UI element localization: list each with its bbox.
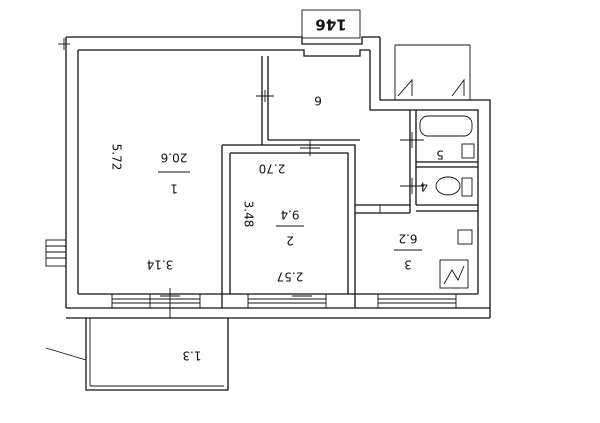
room2-number: 2 [286, 234, 294, 248]
room4-number: 4 [420, 180, 428, 194]
tank-icon [461, 177, 473, 197]
interior-walls [221, 56, 478, 308]
sink-icon [461, 143, 475, 159]
room1-area: 20.6 [161, 151, 188, 165]
fixtures [397, 78, 475, 289]
house-number-frame [301, 9, 361, 39]
room1-length: 3.14 [147, 258, 174, 272]
bathtub-icon [419, 115, 473, 137]
room2-width: 3.48 [242, 201, 256, 228]
room2-length: 2.57 [277, 270, 304, 284]
room1-width: 5.72 [110, 144, 124, 171]
room5-number: 5 [436, 148, 444, 162]
stove-icon [439, 259, 469, 289]
toilet-icon [435, 176, 461, 196]
room2-area: 9.4 [280, 208, 299, 222]
room-labels: 5.72 20.6 1 3.14 2.70 3.48 9.4 2 2.57 [110, 94, 444, 363]
left-door-stub [45, 239, 67, 267]
door-marks [58, 38, 424, 318]
room2-top-width: 2.70 [259, 162, 286, 176]
room3-area: 6.2 [398, 232, 417, 246]
windows [111, 293, 457, 309]
balcony [45, 318, 229, 391]
house-number-box: 146 [301, 9, 361, 39]
balcony-area: 1.3 [182, 349, 201, 363]
room3-number: 3 [404, 258, 412, 272]
room6-number: 6 [314, 94, 322, 108]
kitchen-sink-icon [457, 229, 473, 245]
room1-number: 1 [170, 182, 178, 196]
house-number: 146 [315, 16, 346, 34]
